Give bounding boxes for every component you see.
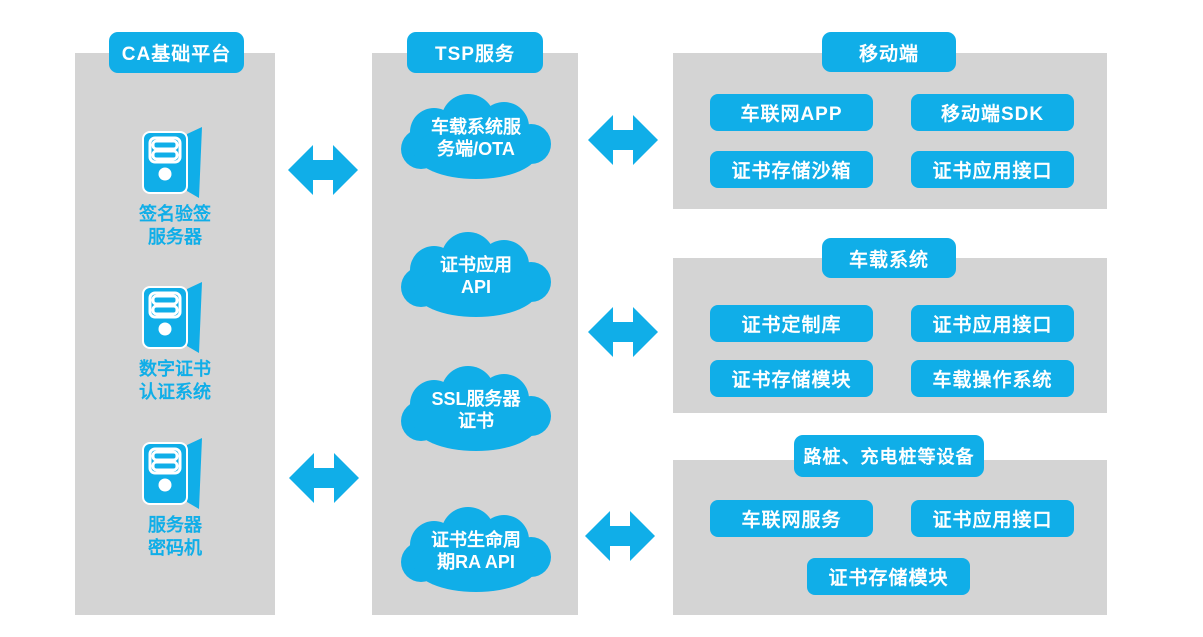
node-cert-storage-sandbox: 证书存储沙箱 [710, 151, 873, 188]
server-crypto-machine: 服务器 密码机 [75, 436, 275, 560]
server-label-line2: 密码机 [148, 538, 202, 558]
vehicle-system-title: 车载系统 [822, 238, 956, 278]
node-telematics-service: 车联网服务 [710, 500, 873, 537]
tsp-service-title: TSP服务 [407, 32, 543, 73]
cloud-label-line1: 证书应用 [440, 255, 512, 275]
server-label-line1: 数字证书 [139, 359, 211, 379]
cloud-icon [401, 94, 551, 179]
ca-platform-title: CA基础平台 [109, 32, 244, 73]
server-digital-certificate: 数字证书 认证系统 [75, 280, 275, 404]
cloud-label-line1: SSL服务器 [431, 389, 521, 409]
server-signature-verification: 签名验签 服务器 [75, 125, 275, 249]
cloud-icon [401, 232, 551, 317]
node-mobile-sdk: 移动端SDK [911, 94, 1074, 131]
cloud-label-line2: 务端/OTA [437, 139, 515, 159]
cloud-certificate-api: 证书应用 API [396, 232, 556, 320]
server-label-line1: 签名验签 [139, 204, 211, 224]
cloud-lifecycle-ra-api: 证书生命周 期RA API [396, 507, 556, 595]
node-cert-custom-library: 证书定制库 [710, 305, 873, 342]
double-headed-arrow-icon [588, 307, 658, 357]
mobile-title: 移动端 [822, 32, 956, 72]
cloud-label-line1: 车载系统服 [431, 117, 521, 137]
server-label-line2: 认证系统 [139, 382, 211, 402]
server-label-line1: 服务器 [148, 515, 202, 535]
double-headed-arrow-icon [585, 511, 655, 561]
cloud-icon [401, 366, 551, 451]
cloud-label-line1: 证书生命周 [431, 530, 521, 550]
node-telematics-app: 车联网APP [710, 94, 873, 131]
node-cert-storage-module-1: 证书存储模块 [710, 360, 873, 397]
cloud-label-line2: 证书 [458, 411, 494, 431]
node-vehicle-os: 车载操作系统 [911, 360, 1074, 397]
cloud-label-line2: API [460, 277, 491, 297]
server-label-line2: 服务器 [148, 227, 202, 247]
node-cert-app-interface-1: 证书应用接口 [911, 151, 1074, 188]
roadside-device-title: 路桩、充电桩等设备 [794, 435, 984, 477]
node-cert-storage-module-2: 证书存储模块 [807, 558, 970, 595]
cloud-label-line2: 期RA API [437, 552, 515, 572]
double-headed-arrow-icon [288, 145, 358, 195]
server-tower-icon [142, 438, 202, 509]
double-headed-arrow-icon [588, 115, 658, 165]
double-headed-arrow-icon [289, 453, 359, 503]
node-cert-app-interface-2: 证书应用接口 [911, 305, 1074, 342]
cloud-vehicle-ota: 车载系统服 务端/OTA [396, 94, 556, 182]
node-cert-app-interface-3: 证书应用接口 [911, 500, 1074, 537]
cloud-icon [401, 507, 551, 592]
server-tower-icon [142, 282, 202, 353]
server-tower-icon [142, 127, 202, 198]
cloud-ssl-certificate: SSL服务器 证书 [396, 366, 556, 454]
